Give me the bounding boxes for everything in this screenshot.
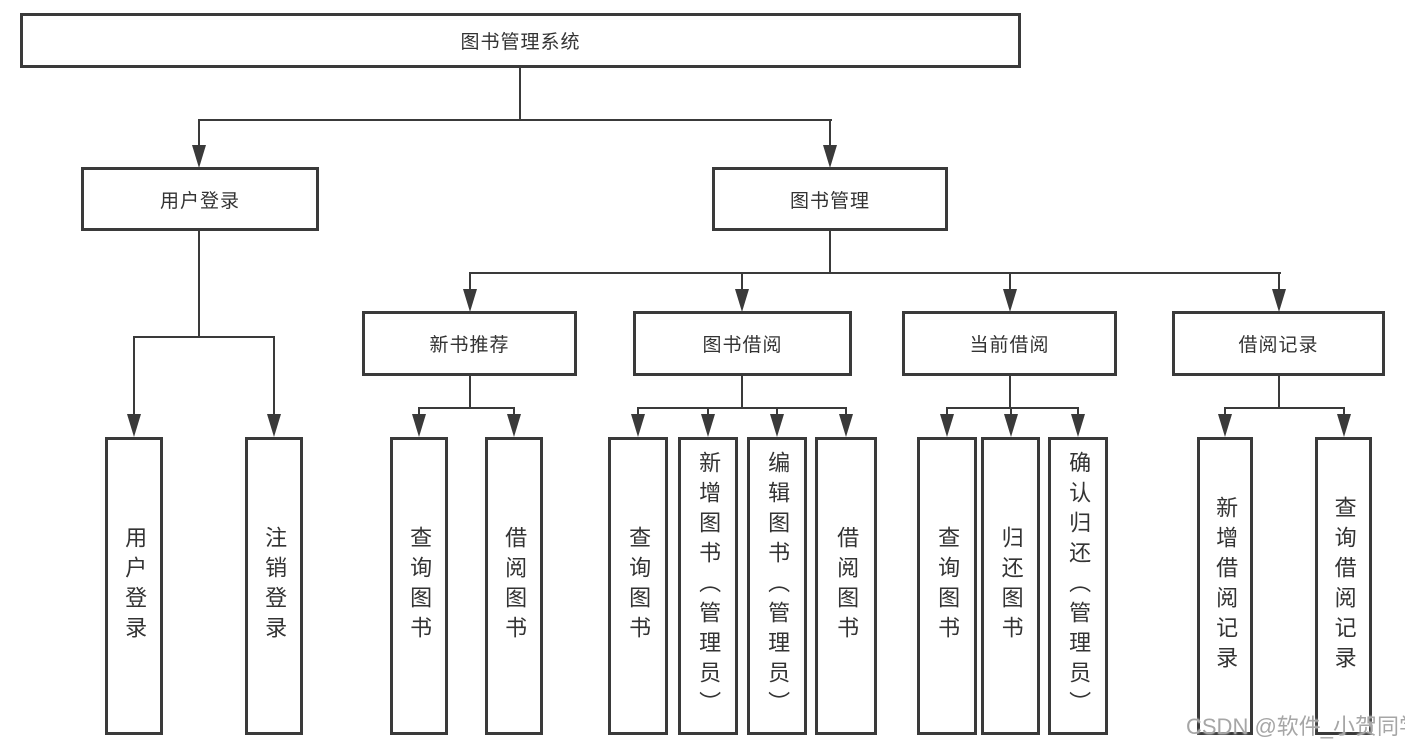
arrow-m3-leaf2 (1004, 414, 1018, 437)
edge-drop-m2-leaf3 (776, 407, 778, 417)
leaf-user-login: 用户登录 (105, 437, 163, 735)
edge-book-borrow-stem (741, 374, 743, 409)
edge-current-borrow-bar (946, 407, 1079, 409)
arrow-current-borrow (1003, 289, 1017, 312)
arrow-m2-leaf2 (701, 414, 715, 437)
edge-drop-m4-leaf1 (1224, 407, 1226, 417)
leaf-query-borrow-record-label: 查询借阅记录 (1331, 496, 1357, 676)
arrow-m1-leaf1 (412, 414, 426, 437)
edge-drop-book-borrow (741, 272, 743, 292)
edge-drop-new-book (469, 272, 471, 292)
edge-drop-book-management (829, 119, 831, 147)
leaf-query-books-current-label: 查询图书 (935, 526, 961, 646)
edge-level2-bar (198, 119, 832, 121)
edge-drop-m2-leaf1 (637, 407, 639, 417)
leaf-user-login-label: 用户登录 (122, 526, 148, 646)
csdn-watermark: CSDN @软件_小贺同学 (1186, 714, 1405, 739)
leaf-return-books-label: 归还图书 (998, 526, 1024, 646)
arrow-m3-leaf1 (940, 414, 954, 437)
arrow-m4-leaf2 (1337, 414, 1351, 437)
leaf-add-borrow-record-label: 新增借阅记录 (1213, 496, 1239, 676)
leaf-logout-label: 注销登录 (262, 526, 288, 646)
leaf-query-books-recommend-label: 查询图书 (407, 526, 433, 646)
arrow-m2-leaf1 (631, 414, 645, 437)
leaf-borrow-books: 借阅图书 (815, 437, 877, 735)
node-current-borrow: 当前借阅 (902, 311, 1117, 376)
edge-borrow-records-bar (1224, 407, 1345, 409)
leaf-query-books-borrow-label: 查询图书 (626, 526, 652, 646)
edge-drop-leaf-user-login (133, 336, 135, 418)
edge-drop-m1-leaf1 (418, 407, 420, 417)
node-borrow-records-label: 借阅记录 (1238, 335, 1319, 356)
edge-drop-m2-leaf4 (845, 407, 847, 417)
arrow-leaf-user-login (127, 414, 141, 437)
edge-user-stem (198, 230, 200, 338)
leaf-edit-books-admin-label: 编辑图书（管理员） (765, 451, 791, 721)
leaf-borrow-books-recommend: 借阅图书 (485, 437, 543, 735)
node-book-management: 图书管理 (712, 167, 948, 231)
node-user-login-label: 用户登录 (159, 190, 240, 212)
edge-level3-bar (469, 272, 1281, 274)
leaf-borrow-books-recommend-label: 借阅图书 (502, 526, 528, 646)
arrow-new-book (463, 289, 477, 312)
edge-borrow-records-stem (1278, 374, 1280, 409)
node-library-system-label: 图书管理系统 (460, 32, 581, 53)
leaf-confirm-return-admin-label: 确认归还（管理员） (1066, 451, 1092, 721)
edge-book-stem (829, 230, 831, 274)
leaf-borrow-books-label: 借阅图书 (834, 526, 860, 646)
leaf-logout: 注销登录 (245, 437, 303, 735)
arrow-m2-leaf4 (839, 414, 853, 437)
node-book-borrow-label: 图书借阅 (702, 335, 783, 356)
arrow-m1-leaf2 (507, 414, 521, 437)
node-book-borrow: 图书借阅 (633, 311, 852, 376)
edge-drop-leaf-logout (273, 336, 275, 418)
edge-drop-borrow-records (1278, 272, 1280, 292)
edge-book-borrow-bar (637, 407, 847, 409)
node-borrow-records: 借阅记录 (1172, 311, 1385, 376)
node-new-book-recommend-label: 新书推荐 (429, 335, 510, 356)
edge-current-borrow-stem (1009, 374, 1011, 409)
arrow-leaf-logout (267, 414, 281, 437)
edge-drop-m2-leaf2 (707, 407, 709, 417)
edge-drop-user-login (198, 119, 200, 147)
leaf-query-books-borrow: 查询图书 (608, 437, 668, 735)
node-book-management-label: 图书管理 (789, 190, 870, 212)
arrow-book-borrow (735, 289, 749, 312)
edge-drop-m3-leaf2 (1010, 407, 1012, 417)
leaf-query-borrow-record: 查询借阅记录 (1315, 437, 1372, 735)
node-library-system: 图书管理系统 (20, 13, 1021, 68)
arrow-book-management (823, 145, 837, 168)
node-current-borrow-label: 当前借阅 (969, 335, 1050, 356)
leaf-add-borrow-record: 新增借阅记录 (1197, 437, 1253, 735)
edge-drop-m4-leaf2 (1343, 407, 1345, 417)
arrow-m2-leaf3 (770, 414, 784, 437)
leaf-return-books: 归还图书 (981, 437, 1040, 735)
edge-new-book-bar (418, 407, 515, 409)
edge-new-book-stem (469, 374, 471, 409)
leaf-query-books-current: 查询图书 (917, 437, 977, 735)
edge-user-bar (133, 336, 275, 338)
leaf-confirm-return-admin: 确认归还（管理员） (1048, 437, 1108, 735)
arrow-m3-leaf3 (1071, 414, 1085, 437)
leaf-query-books-recommend: 查询图书 (390, 437, 448, 735)
arrow-m4-leaf1 (1218, 414, 1232, 437)
edge-drop-m3-leaf1 (946, 407, 948, 417)
arrow-borrow-records (1272, 289, 1286, 312)
node-user-login: 用户登录 (81, 167, 319, 231)
arrow-user-login (192, 145, 206, 168)
edge-drop-current-borrow (1009, 272, 1011, 292)
edge-drop-m1-leaf2 (513, 407, 515, 417)
edge-root-stem (519, 67, 521, 121)
node-new-book-recommend: 新书推荐 (362, 311, 577, 376)
leaf-add-books-admin: 新增图书（管理员） (678, 437, 738, 735)
edge-drop-m3-leaf3 (1077, 407, 1079, 417)
leaf-edit-books-admin: 编辑图书（管理员） (747, 437, 807, 735)
leaf-add-books-admin-label: 新增图书（管理员） (696, 451, 722, 721)
